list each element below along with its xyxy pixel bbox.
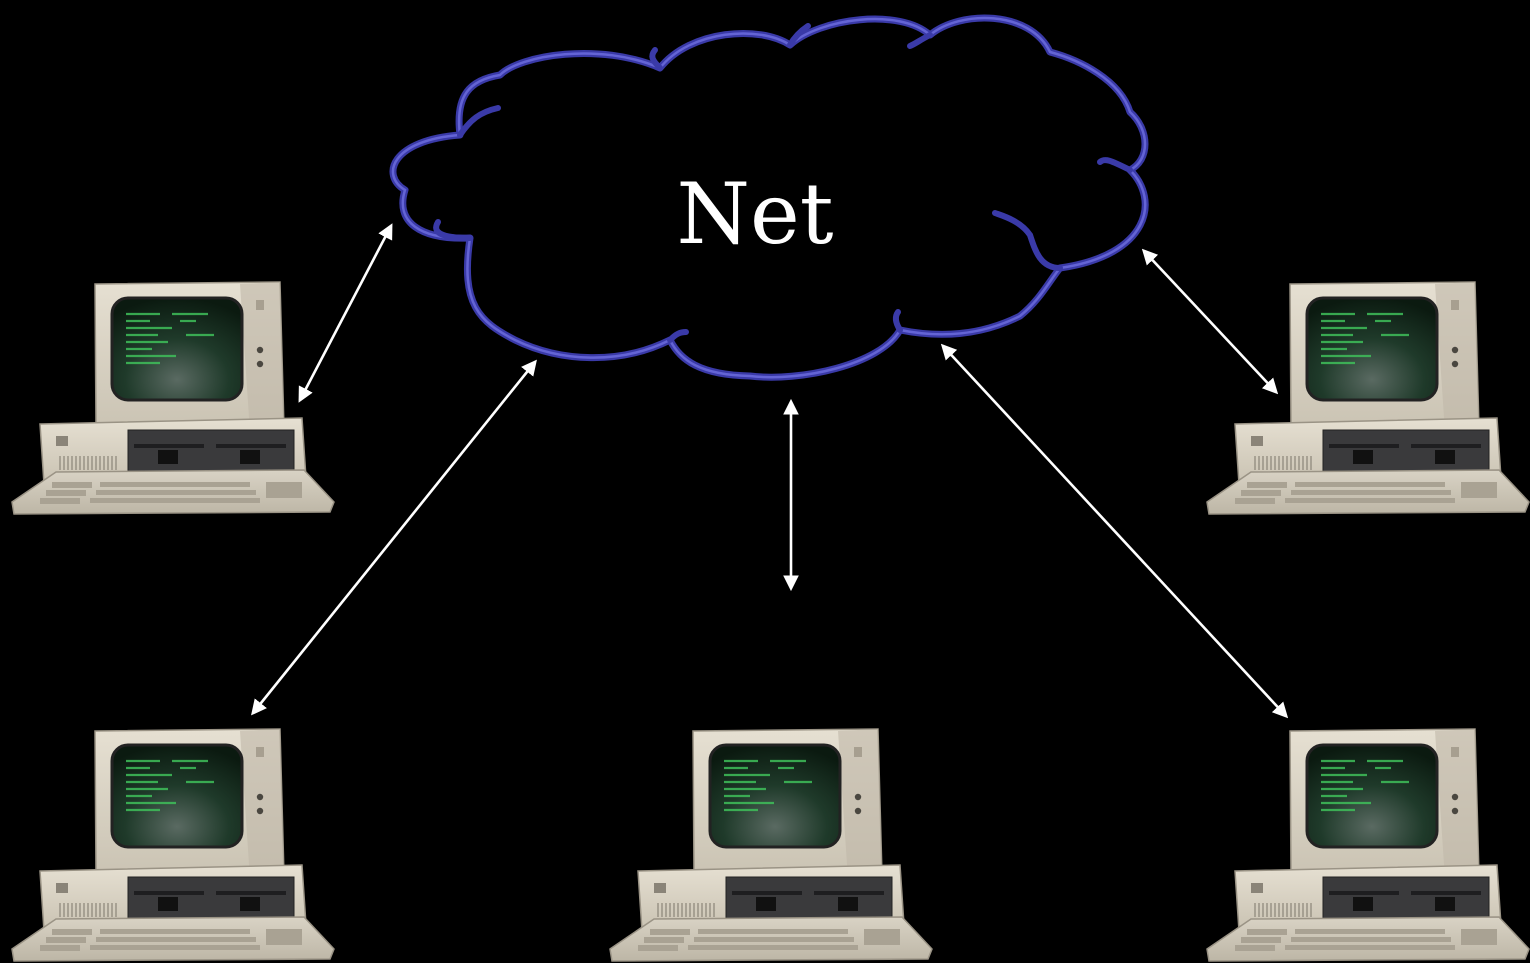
computer-center-lower <box>608 727 934 963</box>
network-cloud: Net <box>389 14 1149 381</box>
link-left-upper <box>298 223 393 403</box>
link-right-upper <box>1141 248 1279 395</box>
computer-left-lower <box>10 727 336 963</box>
computer-left-upper <box>10 280 336 516</box>
links <box>251 223 1289 719</box>
computer-right-lower <box>1205 727 1530 963</box>
link-right-lower <box>940 343 1289 719</box>
computer-right-upper <box>1205 280 1530 516</box>
link-left-lower <box>251 359 537 716</box>
cloud-label: Net <box>677 165 834 263</box>
